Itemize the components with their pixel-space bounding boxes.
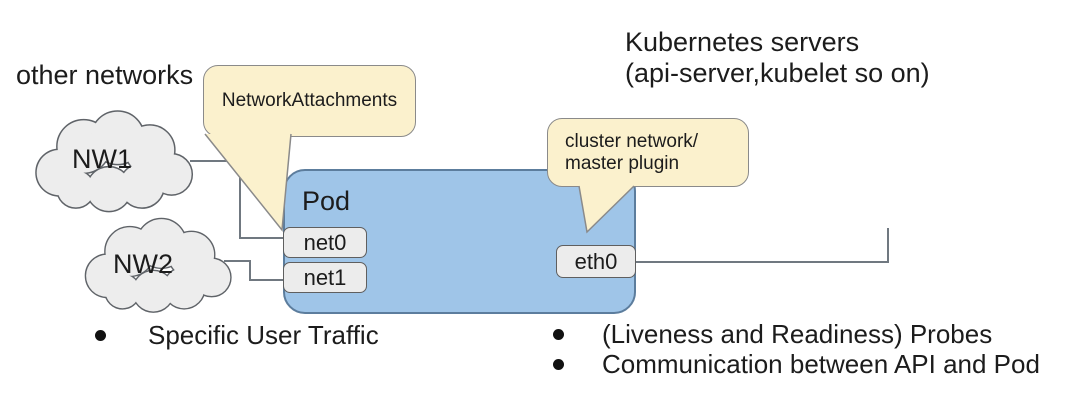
bullet-dot-icon: [553, 328, 564, 340]
kubernetes-servers-line1: Kubernetes servers: [625, 27, 860, 57]
bullet-probes: (Liveness and Readiness) Probes: [553, 319, 992, 349]
callout-network-attachments: NetworkAttachments: [203, 65, 416, 137]
connector-nw2-net1: [224, 260, 285, 281]
callout-network-attachments-text: NetworkAttachments: [221, 90, 398, 111]
other-networks-label: other networks: [16, 60, 194, 90]
bullet-dot-icon: [95, 329, 106, 341]
bullet-probes-text: (Liveness and Readiness) Probes: [602, 318, 993, 349]
interface-net1: net1: [283, 262, 367, 293]
connector-nw1-net0: [190, 160, 285, 239]
bullet-specific-user-traffic: Specific User Traffic: [95, 320, 379, 350]
bullet-communication-text: Communication between API and Pod: [602, 348, 1040, 379]
interface-eth0-label: eth0: [574, 248, 618, 274]
callout-cluster-network-line2: master plugin: [565, 152, 680, 174]
bullet-communication: Communication between API and Pod: [553, 349, 1040, 379]
callout-cluster-network-line1: cluster network/: [565, 130, 699, 152]
interface-net0-label: net0: [303, 229, 347, 255]
interface-net0: net0: [283, 227, 367, 258]
bullet-dot-icon: [553, 358, 564, 370]
pod-label: Pod: [302, 186, 351, 216]
interface-eth0: eth0: [556, 245, 636, 278]
callout-cluster-network: cluster network/ master plugin: [547, 118, 749, 187]
connector-eth0-servers: [636, 228, 889, 263]
callout-network-attachments-tail: [204, 133, 292, 232]
cloud-label-nw2: NW2: [113, 249, 173, 279]
cloud-label-nw1: NW1: [72, 144, 132, 174]
kubernetes-servers-line2: (api-server,kubelet so on): [625, 58, 930, 88]
bullet-specific-user-traffic-text: Specific User Traffic: [148, 319, 379, 350]
kubernetes-servers-label: Kubernetes servers (api-server,kubelet s…: [625, 27, 930, 89]
interface-net1-label: net1: [303, 264, 347, 290]
